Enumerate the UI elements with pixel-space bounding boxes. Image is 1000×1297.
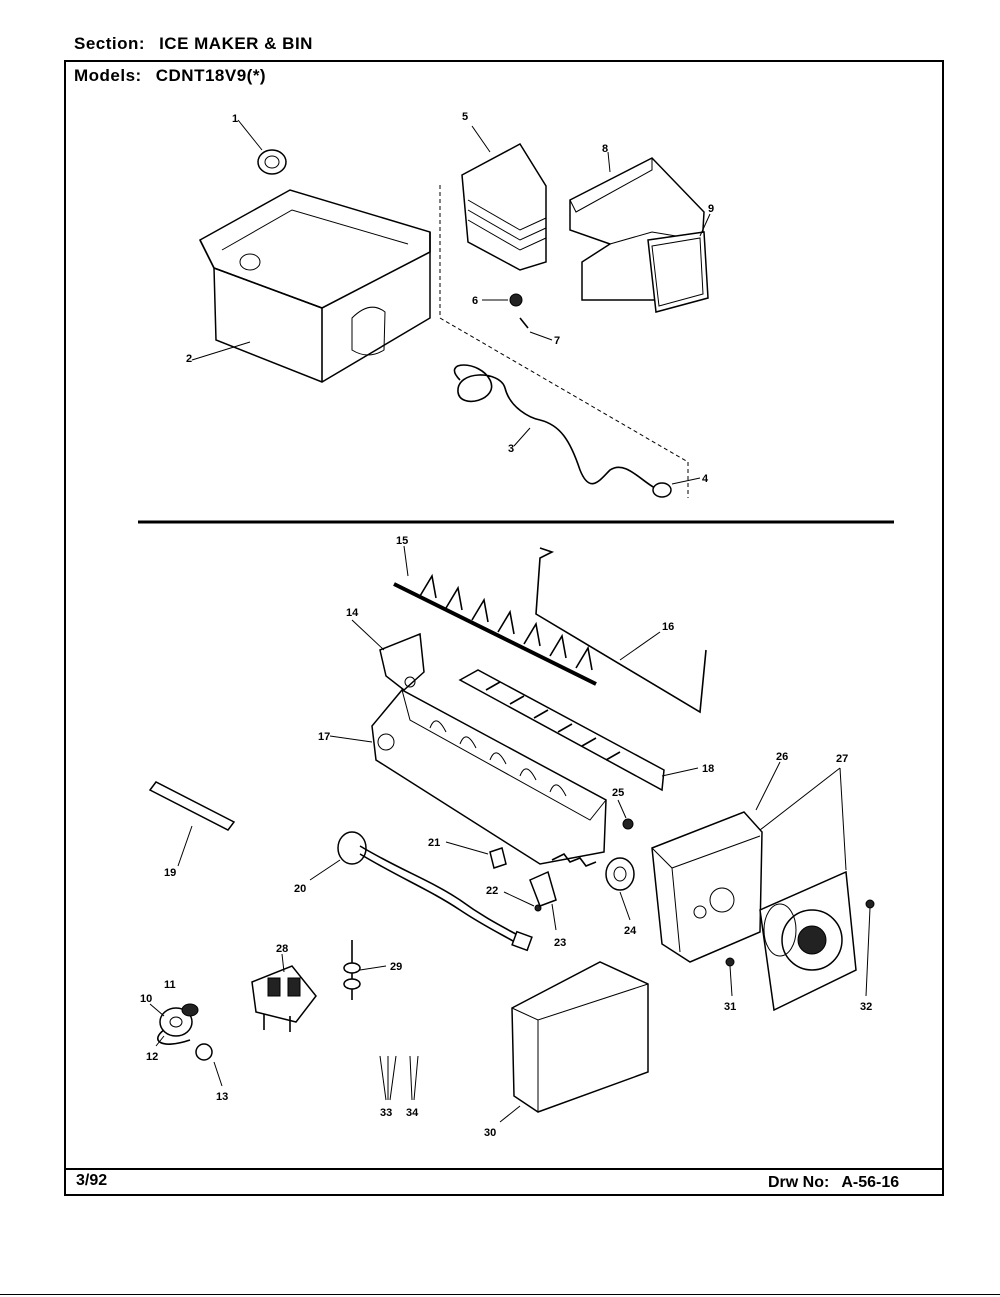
callout-11: 11 (164, 979, 176, 991)
part-9-gasket (647, 213, 711, 313)
callout-21: 21 (428, 837, 440, 849)
models-label: Models: (74, 66, 142, 85)
part-25-spring (551, 799, 634, 867)
part-6-grommet (482, 293, 523, 307)
callout-12: 12 (146, 1051, 158, 1063)
part-16-shutoff-arm (535, 547, 707, 714)
callout-8: 8 (602, 143, 608, 155)
footer-date: 3/92 (76, 1172, 108, 1189)
callout-1: 1 (232, 113, 238, 125)
part-2-ice-bin (191, 189, 431, 383)
part-27-motor-plate (759, 767, 857, 1012)
callout-5: 5 (462, 111, 468, 123)
part-33-screws (379, 1055, 397, 1101)
models-heading: Models: CDNT18V9(*) (74, 66, 266, 86)
part-13-nut (195, 1043, 223, 1087)
part-18-stripper (458, 669, 699, 792)
part-14-bracket (351, 619, 425, 691)
footer-drawing-number: Drw No: A-56-16 (768, 1174, 899, 1192)
section-label: Section: (74, 34, 146, 53)
part-24-thermostat (605, 857, 635, 921)
part-12-tube (155, 1029, 191, 1047)
callout-23: 23 (554, 937, 566, 949)
callout-16: 16 (662, 621, 674, 633)
part-34-screws (409, 1055, 419, 1101)
part-32-screw (865, 899, 875, 997)
part-29-fitting (343, 940, 387, 1000)
part-15-ejector (393, 545, 597, 686)
part-20-wire-harness (309, 831, 533, 952)
part-30-cover (499, 961, 649, 1123)
part-4-connector (652, 477, 701, 498)
callout-15: 15 (396, 535, 408, 547)
part-19-heater (148, 781, 236, 867)
section-heading: Section: ICE MAKER & BIN (74, 34, 313, 54)
callout-18: 18 (702, 763, 714, 775)
footer-divider (64, 1168, 944, 1170)
callout-2: 2 (186, 353, 192, 365)
callout-31: 31 (724, 1001, 736, 1013)
callout-27: 27 (836, 753, 848, 765)
section-value: ICE MAKER & BIN (159, 34, 313, 53)
callout-17: 17 (318, 731, 330, 743)
callout-24: 24 (624, 925, 637, 937)
diagram-frame (64, 60, 944, 1196)
part-10-valve (149, 1003, 193, 1037)
part-7-screw (519, 317, 553, 341)
part-26-housing (651, 761, 781, 963)
callout-7: 7 (554, 335, 560, 347)
page-bottom-rule (0, 1294, 1000, 1295)
part-1-knob (237, 119, 287, 175)
drawing-number-label: Drw No: (768, 1174, 830, 1191)
callout-14: 14 (346, 607, 359, 619)
callout-28: 28 (276, 943, 288, 955)
models-value: CDNT18V9(*) (155, 66, 267, 85)
callout-34: 34 (406, 1107, 419, 1119)
callout-32: 32 (860, 1001, 872, 1013)
callout-33: 33 (380, 1107, 392, 1119)
callout-6: 6 (472, 295, 478, 307)
callout-10: 10 (140, 993, 152, 1005)
callout-26: 26 (776, 751, 788, 763)
callout-3: 3 (508, 443, 514, 455)
part-23-bracket (529, 870, 557, 931)
callout-9: 9 (708, 203, 714, 215)
callout-22: 22 (486, 885, 498, 897)
part-28-switch (251, 953, 317, 1032)
callout-29: 29 (390, 961, 402, 973)
callout-30: 30 (484, 1127, 496, 1139)
part-17-mold (329, 689, 607, 865)
drawing-number-value: A-56-16 (841, 1174, 900, 1191)
callout-13: 13 (216, 1091, 228, 1103)
part-21-clip (445, 841, 507, 869)
callout-4: 4 (702, 473, 709, 485)
callout-19: 19 (164, 867, 176, 879)
part-31-screw (725, 957, 735, 997)
part-3-heater-cord (453, 364, 656, 489)
callout-25: 25 (612, 787, 624, 799)
callout-20: 20 (294, 883, 306, 895)
part-5-ice-chute (461, 125, 547, 271)
part-11-fitting (181, 1003, 199, 1017)
